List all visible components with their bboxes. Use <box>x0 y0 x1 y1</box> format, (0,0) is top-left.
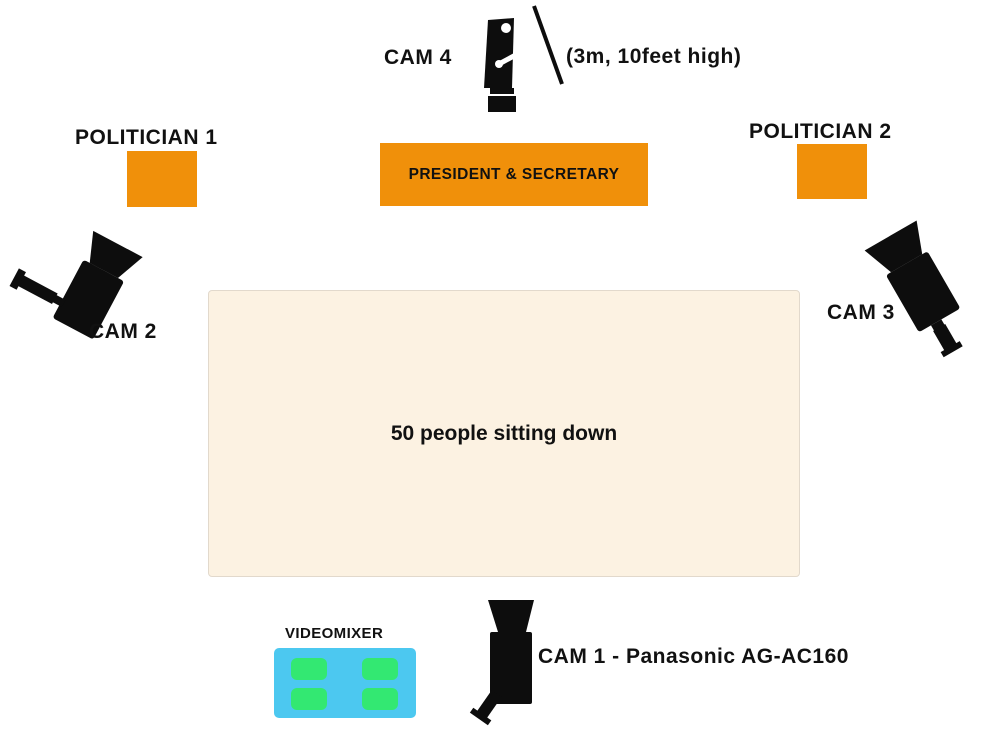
videomixer <box>274 648 416 718</box>
cam2-label: CAM 2 <box>89 320 157 343</box>
cam3-label: CAM 3 <box>827 301 895 324</box>
mixer-button <box>291 658 327 680</box>
politician1-table <box>127 151 197 207</box>
president-table: PRESIDENT & SECRETARY <box>380 143 648 206</box>
president-label: PRESIDENT & SECRETARY <box>408 165 620 183</box>
mixer-button <box>362 688 398 710</box>
mixer-button <box>291 688 327 710</box>
audience-label: 50 people sitting down <box>390 421 618 445</box>
politician1-label: POLITICIAN 1 <box>75 126 218 149</box>
video-camera-icon <box>9 230 143 339</box>
cam1-label: CAM 1 - Panasonic AG-AC160 <box>538 645 849 668</box>
video-camera-icon <box>469 600 534 726</box>
politician2-label: POLITICIAN 2 <box>749 120 892 143</box>
video-camera-icon <box>864 220 963 358</box>
videomixer-label: VIDEOMIXER <box>285 625 384 642</box>
cam4-note: (3m, 10feet high) <box>566 45 742 68</box>
cam4-label: CAM 4 <box>384 46 452 69</box>
politician2-table <box>797 144 867 199</box>
audience-area: 50 people sitting down <box>208 290 800 577</box>
mixer-button <box>362 658 398 680</box>
crane-camera-icon <box>484 5 564 112</box>
